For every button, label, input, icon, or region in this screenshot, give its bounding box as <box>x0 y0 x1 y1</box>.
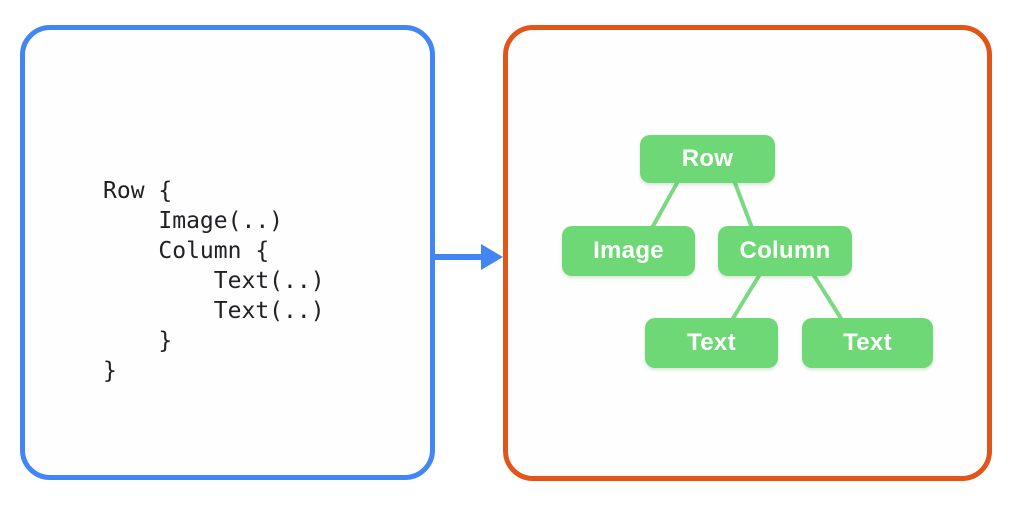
edge-column-text-2 <box>811 272 844 322</box>
tree-panel: Row Image Column Text Text <box>503 25 992 481</box>
tree-node-label: Row <box>681 145 734 172</box>
code-line: Row { <box>103 178 173 204</box>
tree-edges <box>650 181 844 322</box>
tree-node-text-1: Text <box>645 318 778 368</box>
tree-node-column: Column <box>718 226 852 276</box>
edge-row-column <box>733 181 754 230</box>
code-block: Row { Image(..) Column { Text(..) Text(.… <box>103 176 325 386</box>
code-line: Text(..) <box>103 268 325 294</box>
tree-node-label: Text <box>687 329 736 356</box>
tree-node-image: Image <box>562 226 695 276</box>
code-line: } <box>103 358 117 384</box>
arrow-head <box>481 244 503 270</box>
tree-node-text-2: Text <box>802 318 933 368</box>
code-line: Column { <box>103 238 270 264</box>
tree-node-row: Row <box>640 135 775 183</box>
code-line: } <box>103 328 173 354</box>
tree-node-label: Image <box>593 237 664 264</box>
code-line: Image(..) <box>103 208 284 234</box>
tree-node-label: Column <box>739 237 831 264</box>
edge-row-image <box>650 181 679 230</box>
code-line: Text(..) <box>103 298 325 324</box>
arrow-right-icon <box>435 244 503 270</box>
edge-column-text-1 <box>730 272 762 322</box>
tree-node-label: Text <box>843 329 892 356</box>
code-panel: Row { Image(..) Column { Text(..) Text(.… <box>20 25 435 480</box>
